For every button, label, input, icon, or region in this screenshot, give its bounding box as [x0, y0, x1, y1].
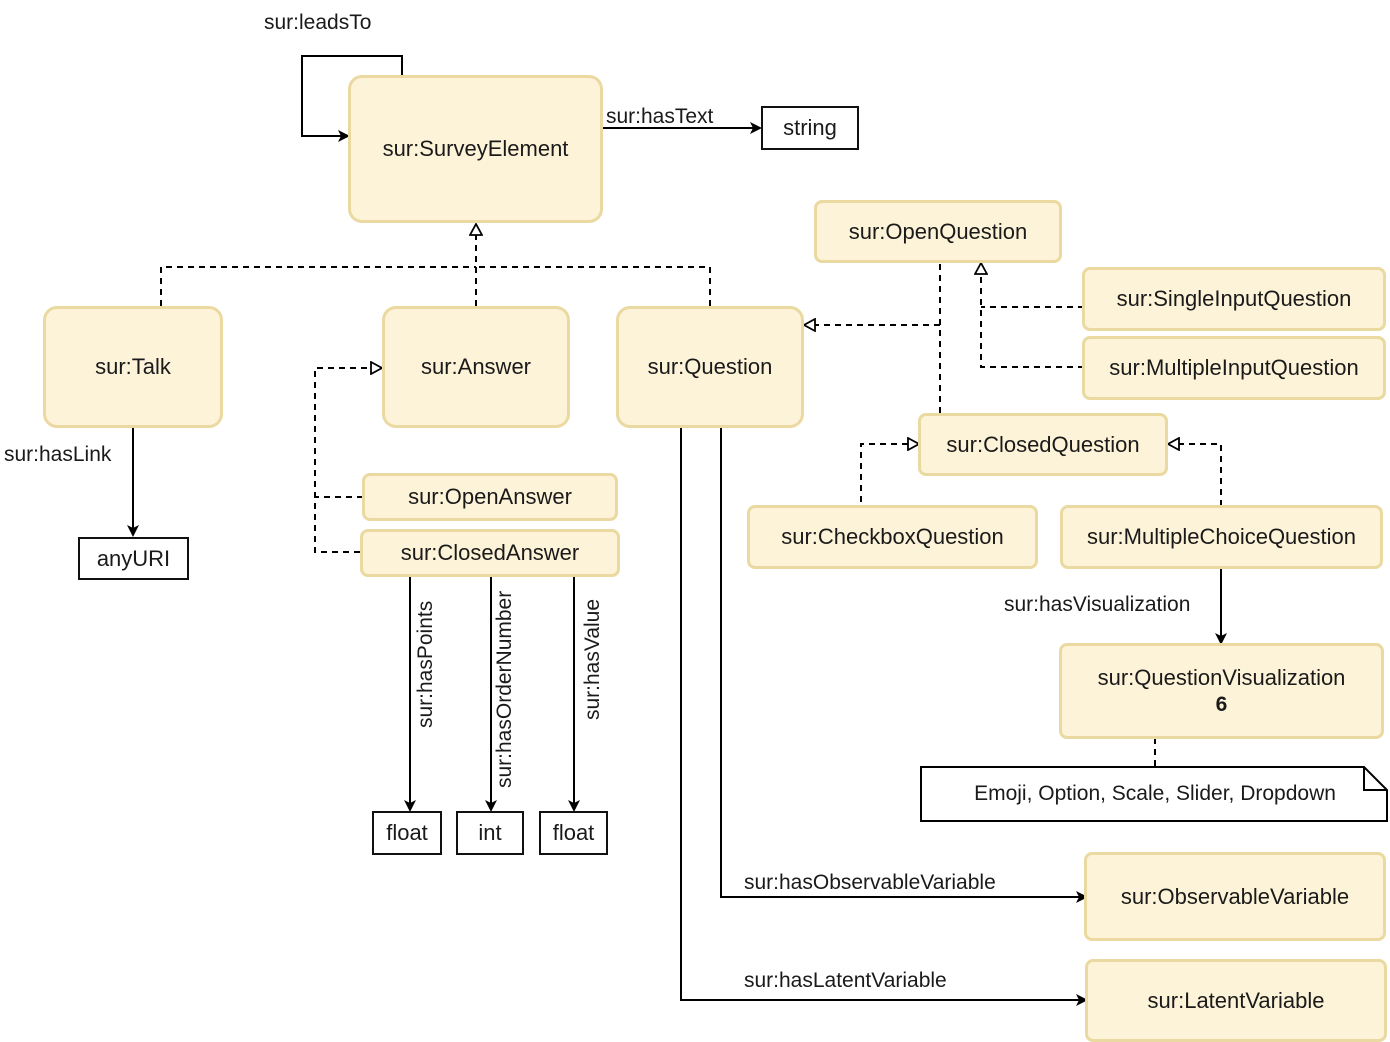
points-float-datatype-box[interactable]: float — [372, 811, 442, 855]
closed-answer-node[interactable]: sur:ClosedAnswer — [360, 529, 620, 577]
has-text-label: sur:hasText — [606, 105, 714, 128]
checkbox-question-label: sur:CheckboxQuestion — [781, 524, 1004, 550]
checkbox-subclass-edge — [860, 444, 919, 502]
has-visualization-label: sur:hasVisualization — [1004, 593, 1191, 616]
multiple-input-question-node[interactable]: sur:MultipleInputQuestion — [1082, 336, 1386, 400]
talk-node[interactable]: sur:Talk — [43, 306, 223, 428]
answer-node[interactable]: sur:Answer — [382, 306, 570, 428]
closed-question-label: sur:ClosedQuestion — [946, 431, 1140, 457]
survey-element-node[interactable]: sur:SurveyElement — [348, 75, 603, 223]
talk-label: sur:Talk — [95, 354, 171, 380]
single-input-question-node[interactable]: sur:SingleInputQuestion — [1082, 267, 1386, 331]
question-label: sur:Question — [647, 354, 773, 380]
closed-answer-subclass-edge — [314, 368, 382, 553]
checkbox-question-node[interactable]: sur:CheckboxQuestion — [747, 505, 1038, 569]
survey-element-label: sur:SurveyElement — [382, 136, 569, 162]
string-datatype-box[interactable]: string — [761, 106, 859, 150]
question-node[interactable]: sur:Question — [616, 306, 804, 428]
has-observable-variable-edge — [720, 428, 1088, 903]
has-latent-variable-edge — [680, 428, 1088, 1006]
latent-variable-label: sur:LatentVariable — [1147, 987, 1325, 1013]
note-shape — [920, 766, 1388, 822]
open-answer-node[interactable]: sur:OpenAnswer — [362, 473, 618, 521]
has-order-number-label: sur:hasOrderNumber — [493, 590, 516, 788]
question-visualization-label: sur:QuestionVisualization — [1097, 665, 1346, 691]
multiple-input-subclass-edge — [981, 263, 1084, 368]
multiple-input-question-label: sur:MultipleInputQuestion — [1109, 355, 1359, 381]
open-answer-label: sur:OpenAnswer — [408, 484, 572, 510]
value-float-datatype-box[interactable]: float — [539, 811, 608, 855]
latent-variable-node[interactable]: sur:LatentVariable — [1085, 959, 1387, 1042]
leads-to-label: sur:leadsTo — [264, 11, 372, 34]
leads-to-edge — [301, 55, 403, 142]
has-observable-variable-label: sur:hasObservableVariable — [744, 871, 996, 894]
visualization-types-note-text: Emoji, Option, Scale, Slider, Dropdown — [974, 782, 1336, 805]
any-uri-datatype-box[interactable]: anyURI — [78, 537, 189, 580]
question-visualization-node[interactable]: sur:QuestionVisualization 6 — [1059, 643, 1384, 739]
open-question-node[interactable]: sur:OpenQuestion — [814, 200, 1062, 263]
multiple-choice-subclass-edge — [1168, 444, 1222, 506]
has-points-label: sur:hasPoints — [414, 600, 437, 728]
has-value-label: sur:hasValue — [581, 598, 604, 720]
answer-label: sur:Answer — [420, 354, 532, 380]
observable-variable-label: sur:ObservableVariable — [1120, 883, 1350, 909]
talk-subclass-edge — [160, 266, 476, 306]
closed-answer-label: sur:ClosedAnswer — [400, 540, 580, 566]
has-link-label: sur:hasLink — [4, 443, 112, 466]
question-visualization-count: 6 — [1215, 692, 1228, 716]
visualization-types-note[interactable]: Emoji, Option, Scale, Slider, Dropdown — [920, 766, 1390, 822]
observable-variable-node[interactable]: sur:ObservableVariable — [1084, 852, 1386, 941]
multiple-choice-question-label: sur:MultipleChoiceQuestion — [1086, 524, 1357, 550]
open-question-label: sur:OpenQuestion — [848, 218, 1028, 244]
has-latent-variable-label: sur:hasLatentVariable — [744, 969, 947, 992]
order-int-datatype-box[interactable]: int — [456, 811, 524, 855]
closed-question-node[interactable]: sur:ClosedQuestion — [918, 413, 1168, 476]
multiple-choice-question-node[interactable]: sur:MultipleChoiceQuestion — [1060, 505, 1383, 569]
question-subclass-edge — [476, 266, 711, 306]
single-input-question-label: sur:SingleInputQuestion — [1116, 286, 1352, 312]
